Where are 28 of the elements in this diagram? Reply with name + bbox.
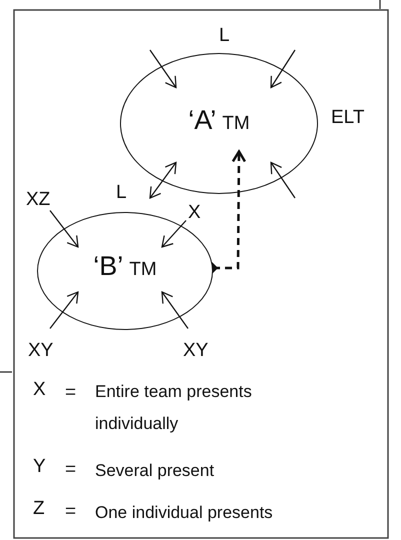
legend-key: Y <box>33 457 46 476</box>
legend-key: X <box>33 380 46 399</box>
code-label: XZ <box>26 190 62 211</box>
equals-sign: = <box>65 383 76 402</box>
team-suffix: TM <box>129 260 157 278</box>
legend-key: Z <box>33 499 45 518</box>
arrow <box>50 210 79 248</box>
code-label: XY <box>28 341 64 362</box>
equals-sign: = <box>65 502 76 521</box>
team-name: ‘A’ <box>188 107 216 134</box>
code-label: ELT <box>331 108 364 127</box>
arrow <box>150 50 177 88</box>
arrow <box>161 220 186 248</box>
legend-description: Entire team presents individually <box>95 381 253 436</box>
code-label: L <box>116 183 127 202</box>
code-label: L <box>219 26 230 45</box>
code-label: X <box>188 203 208 224</box>
arrow <box>270 162 296 198</box>
arrow <box>50 291 79 329</box>
team-suffix: TM <box>222 114 250 133</box>
equals-sign: = <box>65 460 76 479</box>
code-label: XY <box>183 341 219 362</box>
arrow <box>270 50 296 88</box>
arrow <box>161 291 188 329</box>
team-name: ‘B’ <box>93 252 124 280</box>
double-arrow <box>149 162 177 199</box>
legend-description: One individual presents <box>95 502 274 524</box>
legend-description: Several present <box>95 460 216 482</box>
